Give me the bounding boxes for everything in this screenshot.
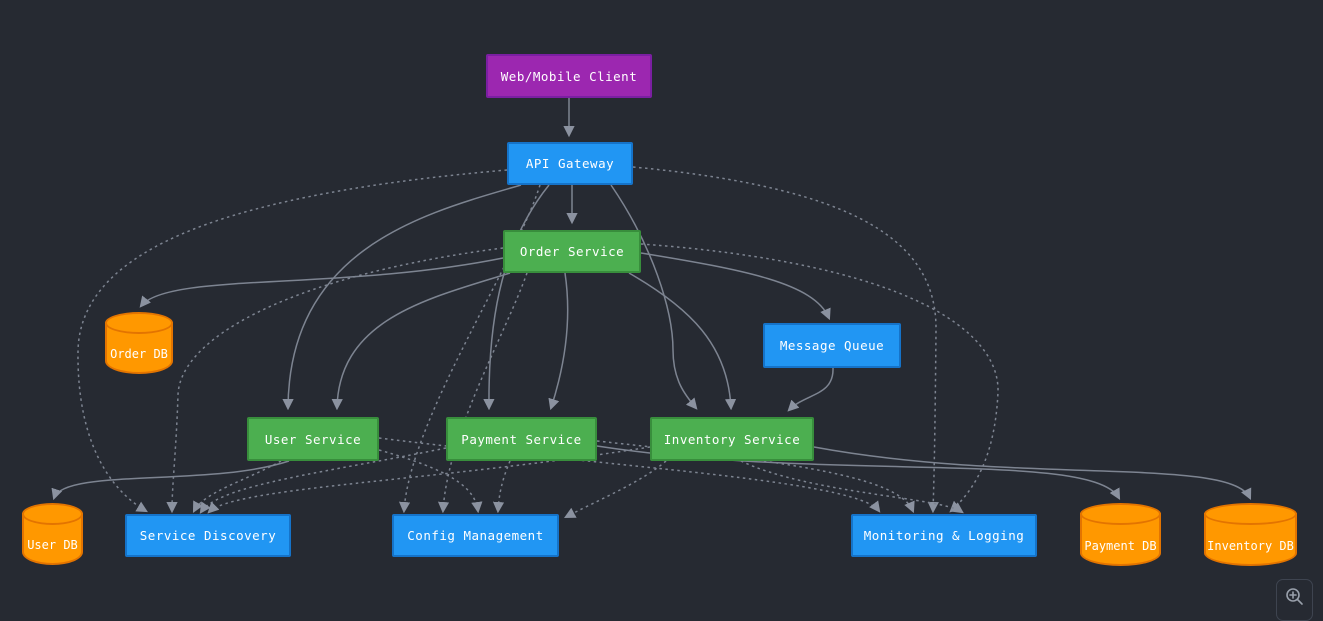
edge-inventory_service-to-inventory_db	[813, 446, 1252, 501]
edge-user_service-to-service_discovery	[192, 460, 282, 513]
edge-user_service-to-monitoring	[378, 437, 881, 513]
edge-user_service-to-user_db	[51, 460, 290, 501]
edge-gateway-to-service_discovery	[77, 169, 508, 513]
edge-order_service-to-service_discovery	[166, 247, 504, 514]
edge-user_service-to-config_management	[378, 449, 483, 514]
edge-order_service-to-inventory_service	[628, 272, 737, 411]
edge-order_service-to-monitoring	[640, 243, 999, 513]
edge-order_service-to-payment_service	[548, 272, 569, 411]
edge-gateway-to-inventory_service	[610, 184, 698, 410]
edge-order_service-to-order_db	[139, 257, 504, 308]
edge-inventory_service-to-config_management	[564, 460, 667, 519]
edge-order_service-to-config_management	[437, 272, 528, 514]
edge-gateway-to-config_management	[398, 184, 541, 514]
edge-gateway-to-monitoring	[632, 166, 939, 514]
edge-order_service-to-user_service	[331, 272, 511, 411]
edge-inventory_service-to-monitoring	[740, 460, 964, 514]
edge-gateway-to-payment_service	[483, 184, 550, 411]
zoom-in-button[interactable]	[1276, 579, 1313, 621]
edge-gateway-to-user_service	[282, 184, 522, 411]
edge-order_service-to-message_queue	[640, 252, 831, 321]
edge-inventory_service-to-service_discovery	[207, 446, 651, 514]
edge-payment_service-to-monitoring	[596, 440, 915, 514]
edge-message_queue-to-inventory_service	[787, 367, 834, 412]
zoom-in-icon	[1286, 588, 1303, 605]
edge-payment_service-to-service_discovery	[199, 447, 447, 514]
edge-payment_service-to-config_management	[492, 460, 511, 514]
